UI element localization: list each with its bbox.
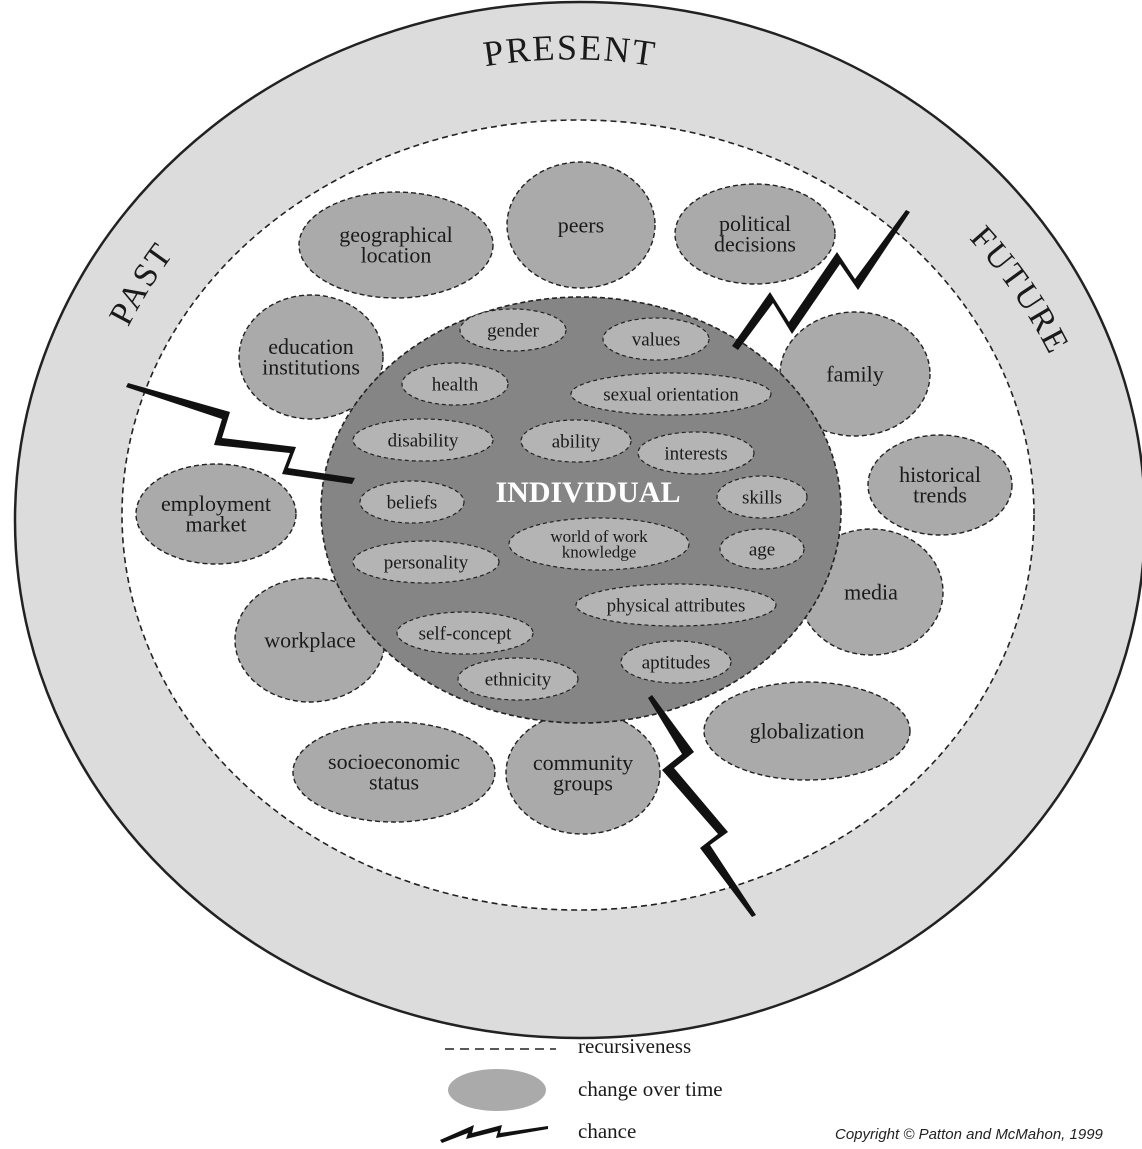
inner-bubble-gender xyxy=(459,308,567,352)
inner-bubble-self-concept xyxy=(396,611,534,655)
legend-bubble xyxy=(448,1069,546,1111)
inner-label-physical-attributes: physical attributes xyxy=(607,595,746,616)
inner-bubble-ethnicity xyxy=(457,657,579,701)
outer-bubble-globalization xyxy=(703,681,911,781)
outer-label-media: media xyxy=(844,579,898,604)
inner-bubble-physical-attributes xyxy=(575,583,777,627)
inner-bubble-health xyxy=(401,362,509,406)
inner-bubbles: gender values health sexual orientation … xyxy=(352,308,808,701)
outer-bubble-geographical-location xyxy=(298,191,494,299)
inner-bubble-age xyxy=(719,528,805,570)
inner-bubble-skills xyxy=(716,475,808,519)
inner-label-ability: ability xyxy=(552,431,601,452)
inner-label-interests: interests xyxy=(664,443,727,464)
outer-bubble-family xyxy=(779,311,931,437)
inner-bubble-interests xyxy=(637,431,755,475)
inner-label-disability: disability xyxy=(388,430,459,451)
outer-bubble-historical-trends xyxy=(867,434,1013,536)
outer-bubble-education-institutions xyxy=(238,294,384,420)
outer-bubble-peers xyxy=(506,161,656,289)
inner-label-aptitudes: aptitudes xyxy=(642,652,711,673)
individual-title: INDIVIDUAL xyxy=(495,476,680,509)
inner-bubble-sexual-orientation xyxy=(570,372,772,416)
legend-chance-bolt xyxy=(440,1125,548,1143)
inner-bubble-world-of-work-knowledge xyxy=(508,517,690,571)
legend-recursiveness: recursiveness xyxy=(578,1034,691,1058)
inner-label-age: age xyxy=(749,539,775,560)
inner-label-gender: gender xyxy=(487,320,539,341)
legend-change-over-time: change over time xyxy=(578,1077,723,1101)
inner-label-self-concept: self-concept xyxy=(419,623,513,644)
chance-bolt-top-right xyxy=(732,210,910,350)
outer-bubble-employment-market xyxy=(135,463,297,565)
legend-chance: chance xyxy=(578,1119,636,1143)
inner-bubble-beliefs xyxy=(359,480,465,524)
copyright-notice: Copyright © Patton and McMahon, 1999 xyxy=(835,1126,1103,1143)
outer-label-workplace: workplace xyxy=(264,627,356,652)
outer-label-peers: peers xyxy=(558,212,604,237)
chance-bolt-bottom xyxy=(648,695,756,917)
inner-label-values: values xyxy=(632,329,681,350)
present-label: PRESENT xyxy=(481,27,659,74)
inner-label-beliefs: beliefs xyxy=(387,492,438,513)
inner-bubble-ability xyxy=(520,419,632,463)
outer-label-family: family xyxy=(826,361,883,386)
inner-bubble-values xyxy=(602,317,710,361)
inner-label-health: health xyxy=(432,374,479,395)
outer-bubble-community-groups xyxy=(505,711,661,835)
inner-bubble-disability xyxy=(352,418,494,462)
inner-label-skills: skills xyxy=(742,487,782,508)
outer-bubble-socioeconomic-status xyxy=(292,721,496,823)
inner-bubble-personality xyxy=(352,540,500,584)
inner-bubble-aptitudes xyxy=(620,640,732,684)
inner-label-sexual-orientation: sexual orientation xyxy=(603,384,739,405)
outer-label-globalization: globalization xyxy=(750,718,865,743)
chance-bolt-left xyxy=(126,383,355,484)
inner-label-ethnicity: ethnicity xyxy=(485,669,552,690)
inner-label-personality: personality xyxy=(384,552,469,573)
outer-bubble-political-decisions xyxy=(674,183,836,285)
